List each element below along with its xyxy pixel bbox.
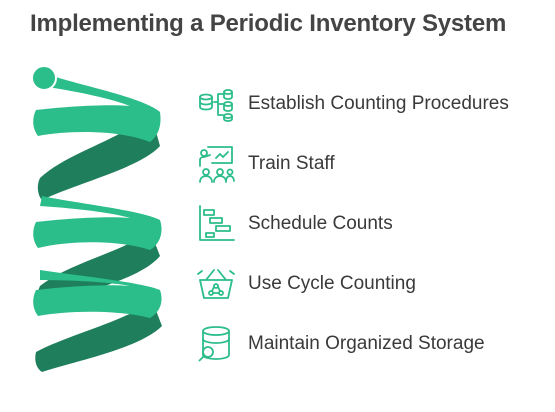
coil-front-band-1 <box>33 72 161 142</box>
step-train-staff: Train Staff <box>196 144 335 184</box>
page-title: Implementing a Periodic Inventory System <box>30 10 507 37</box>
database-flow-icon <box>199 89 233 122</box>
cycle-basket-icon <box>197 269 235 299</box>
presentation-people-icon <box>199 146 235 183</box>
coil-front-band-2 <box>33 196 162 250</box>
coil-front-band-3 <box>33 270 162 318</box>
step-label: Train Staff <box>248 153 335 174</box>
gantt-chart-icon <box>199 205 235 241</box>
coil-back-band-3 <box>35 300 162 372</box>
spiral-coil-graphic <box>31 65 162 372</box>
step-label: Schedule Counts <box>248 213 393 234</box>
step-maintain-organized-storage: Maintain Organized Storage <box>196 324 485 364</box>
step-schedule-counts: Schedule Counts <box>196 204 393 244</box>
step-establish-counting-procedures: Establish Counting Procedures <box>196 84 509 124</box>
step-label: Establish Counting Procedures <box>248 93 509 114</box>
step-label: Maintain Organized Storage <box>248 333 485 354</box>
step-label: Use Cycle Counting <box>248 273 416 294</box>
storage-search-icon <box>198 326 230 362</box>
step-use-cycle-counting: Use Cycle Counting <box>196 264 416 304</box>
coil-top-end <box>31 65 57 91</box>
